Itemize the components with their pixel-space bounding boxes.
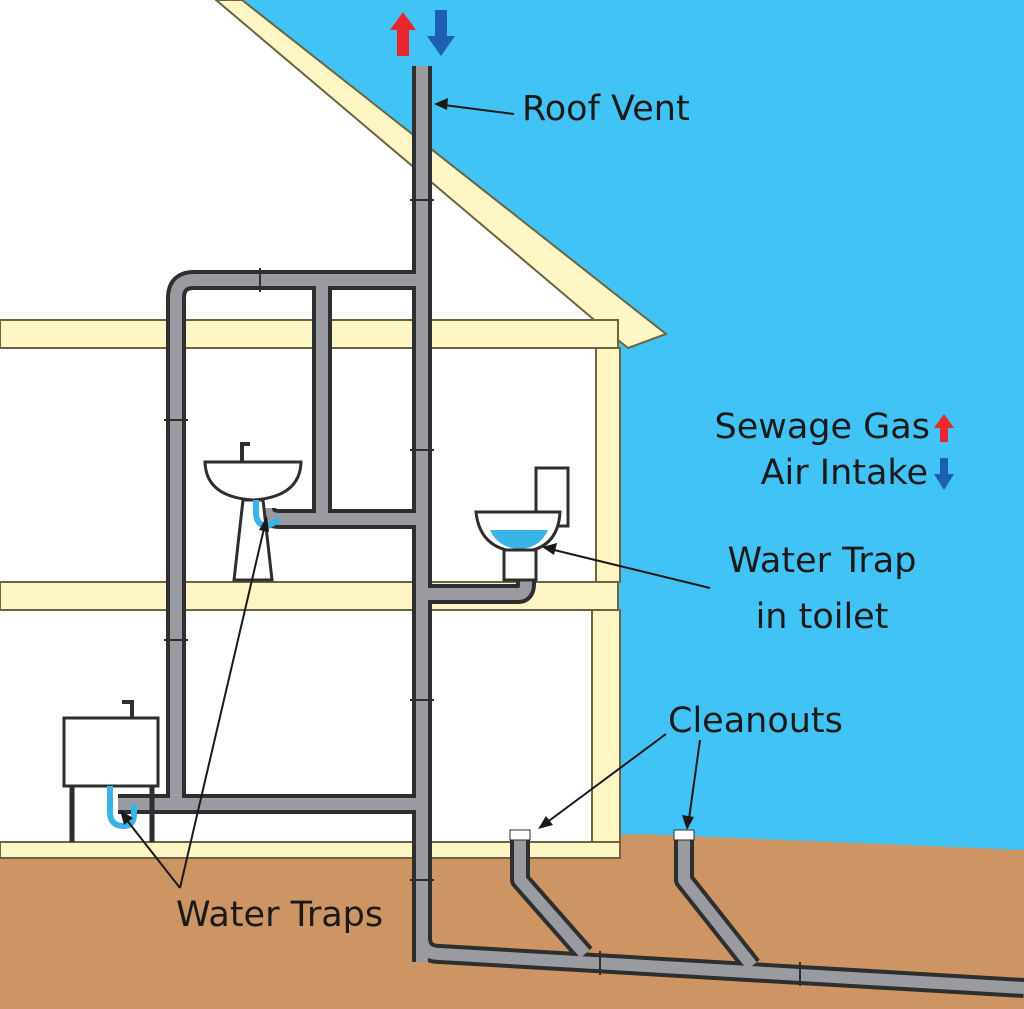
water-traps-label: Water Traps: [176, 895, 383, 935]
roof: [214, 0, 669, 350]
roof-vent-arrows: [390, 10, 455, 56]
annotation-arrows: [120, 98, 711, 889]
pipe-joints: [164, 199, 801, 986]
roof-vent-label: Roof Vent: [522, 89, 690, 129]
cleanouts-label: Cleanouts: [668, 701, 843, 741]
pipe-fill: [118, 66, 1024, 994]
air-intake-legend-icon: [934, 458, 954, 490]
toilet-icon: [474, 466, 570, 582]
water-trap-label-line2: in toilet: [756, 597, 889, 637]
water-trap-label-line1: Water Trap: [728, 541, 917, 581]
wall-upper: [595, 347, 621, 583]
down-arrow-icon: [427, 10, 455, 56]
sewage-gas-legend-icon: [934, 414, 954, 442]
labels: Roof Vent Sewage Gas Air Intake Water Tr…: [176, 89, 954, 935]
air-intake-label: Air Intake: [761, 453, 928, 493]
house-interior: [0, 0, 618, 858]
up-arrow-icon: [390, 12, 416, 56]
utility-sink-icon: [62, 700, 160, 842]
cleanout-cap-left: [509, 829, 531, 841]
cleanout-caps: [509, 829, 695, 841]
house: [0, 0, 669, 859]
sink-icon: [203, 442, 303, 582]
cleanout-cap-right: [673, 829, 695, 841]
sewage-gas-label: Sewage Gas: [714, 407, 930, 447]
attic-floor: [0, 319, 619, 349]
ground-floor: [0, 841, 621, 859]
wall-lower: [591, 609, 621, 857]
